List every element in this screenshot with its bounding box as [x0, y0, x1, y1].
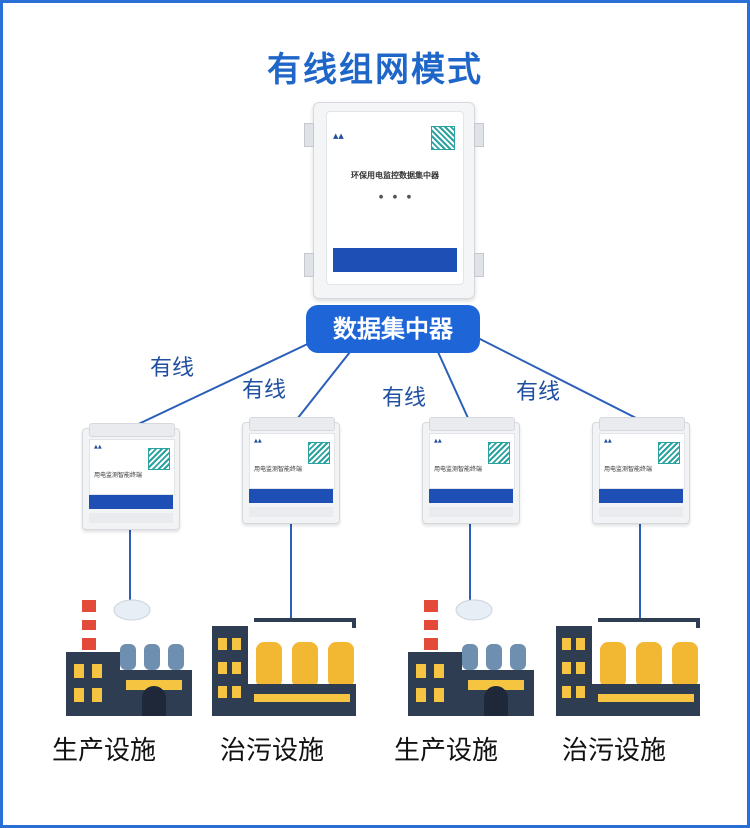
facility-label-2: 治污设施: [220, 736, 325, 766]
wire-label-4: 有线: [516, 380, 561, 405]
wire-label-3: 有线: [382, 386, 427, 411]
terminal-device-3: ▲▲ 用电监测智能终端: [422, 417, 520, 524]
treatment-plant-icon: [556, 618, 700, 716]
device-face: ▲▲ 环保用电监控数据集中器 ● ● ●: [326, 111, 464, 285]
wire-line-3: [437, 351, 469, 419]
terminal-nameplate: [249, 489, 333, 503]
terminal-device-4: ▲▲ 用电监测智能终端: [592, 417, 690, 524]
concentrator-device: ▲▲ 环保用电监控数据集中器 ● ● ●: [304, 102, 484, 299]
wire-line-1: [129, 339, 317, 429]
terminal-device-2: ▲▲ 用电监测智能终端: [242, 417, 340, 524]
production-factory-icon: [408, 599, 534, 716]
brand-logo-icon: ▲▲: [254, 438, 262, 444]
brand-logo-icon: ▲▲: [333, 132, 344, 140]
device-title: 环保用电监控数据集中器: [351, 171, 439, 180]
latch-icon: [304, 253, 314, 277]
terminal-name: 用电监测智能终端: [254, 466, 303, 473]
led-indicators-icon: ● ● ●: [378, 194, 412, 200]
terminal-nameplate: [599, 489, 683, 503]
terminal-nameplate: [89, 495, 173, 509]
qr-code-icon: [431, 126, 455, 150]
latch-icon: [474, 253, 484, 277]
terminal-nameplate: [429, 489, 513, 503]
qr-code-icon: [658, 442, 680, 464]
diagram-title: 有线组网模式: [267, 50, 483, 90]
facility-label-4: 治污设施: [562, 736, 667, 766]
terminal-name: 用电监测智能终端: [94, 472, 143, 479]
concentrator-label: 数据集中器: [306, 305, 480, 353]
brand-logo-icon: ▲▲: [434, 438, 442, 444]
qr-code-icon: [488, 442, 510, 464]
brand-logo-icon: ▲▲: [604, 438, 612, 444]
device-nameplate: [333, 248, 457, 272]
wire-label-2: 有线: [242, 378, 287, 403]
facility-label-3: 生产设施: [394, 736, 499, 766]
wire-line-2: [289, 351, 351, 429]
terminal-name: 用电监测智能终端: [604, 466, 653, 473]
qr-code-icon: [148, 448, 170, 470]
wire-label-1: 有线: [150, 356, 195, 381]
terminal-device-1: ▲▲ 用电监测智能终端: [82, 423, 180, 530]
brand-logo-icon: ▲▲: [94, 444, 102, 450]
qr-code-icon: [308, 442, 330, 464]
production-factory-icon: [66, 599, 192, 716]
terminal-name: 用电监测智能终端: [434, 466, 483, 473]
latch-icon: [474, 123, 484, 147]
wire-line-4: [477, 337, 641, 421]
treatment-plant-icon: [212, 618, 356, 716]
facility-label-1: 生产设施: [52, 736, 157, 766]
latch-icon: [304, 123, 314, 147]
